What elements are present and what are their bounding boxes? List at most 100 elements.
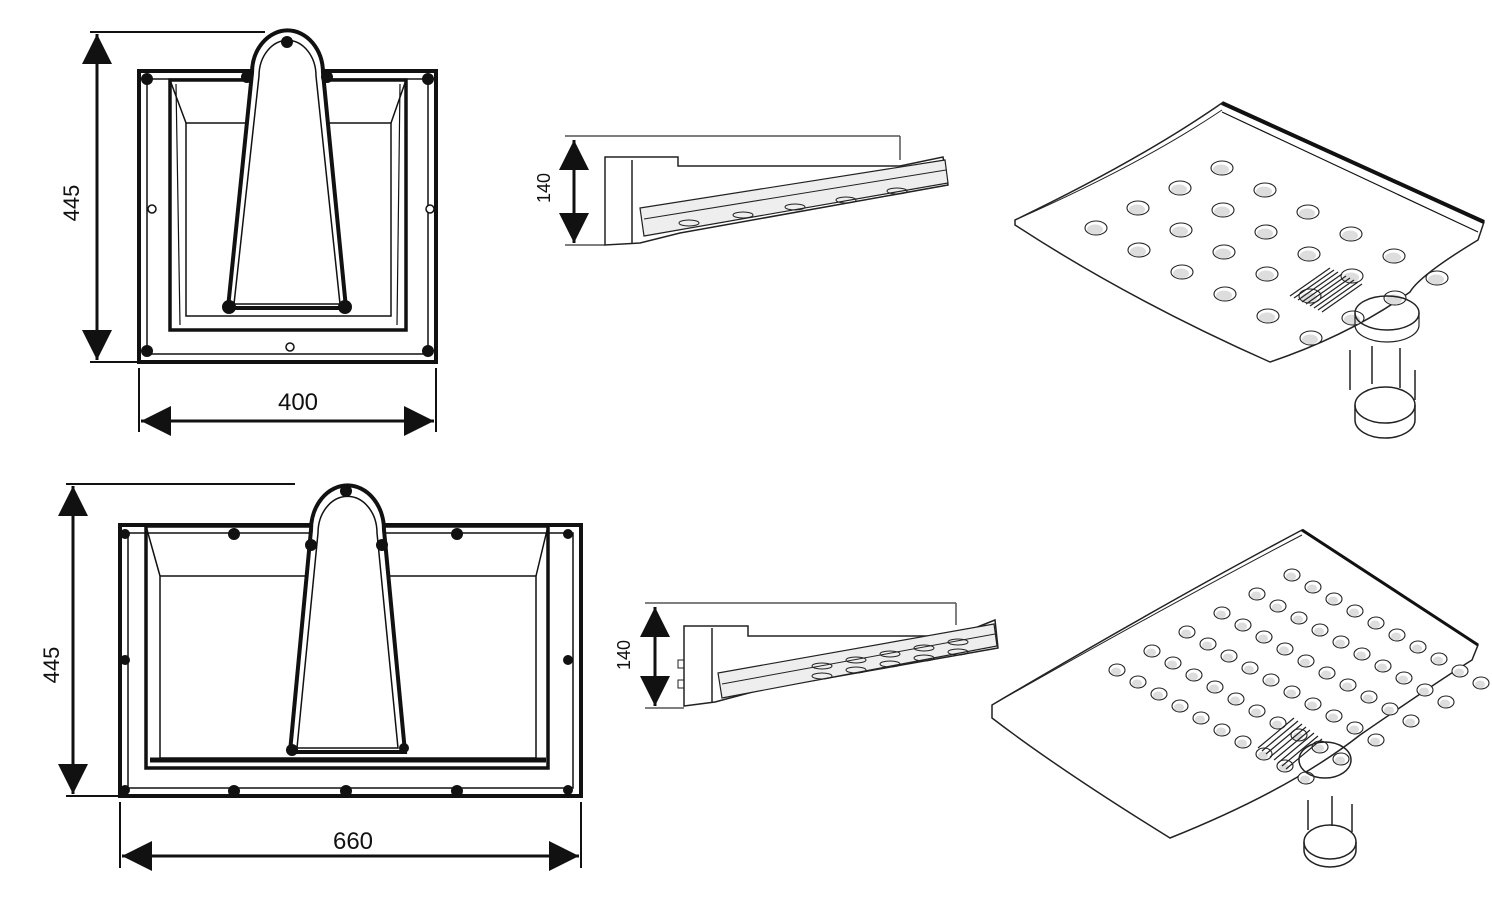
led-array (1084, 160, 1449, 346)
led-lens-shade (1223, 653, 1233, 662)
corner-bolts (141, 36, 434, 357)
led-lens-shade (1349, 725, 1359, 734)
led-lens-shade (1328, 596, 1338, 605)
small-front-view: 445 400 (59, 28, 438, 436)
pole-adapter (1303, 824, 1357, 860)
led-lens-shade (1111, 667, 1121, 676)
heat-sink-fins (1257, 717, 1323, 770)
led-lens-shade (1202, 641, 1212, 650)
led-lens-shade (1129, 204, 1145, 215)
height-dimension-label: 445 (59, 185, 84, 222)
led-lens-shade (1174, 703, 1184, 712)
led-lens-shade (1377, 663, 1387, 672)
width-dimension-label: 400 (278, 389, 318, 416)
led-lens-shade (1307, 701, 1317, 710)
led-lens-shade (1342, 682, 1352, 691)
led-lens-shade (1230, 696, 1240, 705)
led-lens-shade (1130, 246, 1146, 257)
led-lens-shade (1172, 226, 1188, 237)
depth-dimension-label: 140 (534, 173, 554, 203)
mounting-bracket (225, 28, 349, 310)
led-lens-shade (1237, 739, 1247, 748)
depth-dimension-label: 140 (614, 640, 634, 670)
led-lens-shade (1258, 634, 1268, 643)
led-lens-shade (1299, 208, 1315, 219)
height-dimension-label: 445 (39, 647, 64, 684)
led-lens-shade (1244, 665, 1254, 674)
pole-adapter (1354, 386, 1416, 424)
led-lens-shade (1370, 620, 1380, 629)
side-lens-row (811, 638, 969, 680)
led-lens-shade (1256, 186, 1272, 197)
led-lens-shade (1475, 680, 1485, 689)
led-lens-shade (1237, 622, 1247, 631)
led-lens-shade (1216, 290, 1232, 301)
mount-collar (1298, 741, 1352, 779)
led-lens-shade (1153, 691, 1163, 700)
led-lens-shade (1300, 658, 1310, 667)
led-lens-shade (1335, 639, 1345, 648)
led-lens-shade (1314, 744, 1324, 753)
led-lens-shade (1251, 591, 1261, 600)
led-lens-shade (1087, 224, 1103, 235)
led-array (1108, 568, 1490, 785)
led-lens-shade (1307, 584, 1317, 593)
small-side-view: 140 (534, 135, 949, 246)
led-lens-shade (1173, 268, 1189, 279)
led-lens-shade (1258, 751, 1268, 760)
led-lens-shade (1167, 660, 1177, 669)
led-lens-shade (1405, 718, 1415, 727)
frame-bolts (120, 485, 573, 797)
led-lens-shade (1259, 312, 1275, 323)
led-lens-shade (1302, 334, 1318, 345)
led-lens-shade (1342, 230, 1358, 241)
led-lens-shade (1328, 713, 1338, 722)
led-lens-shade (1181, 629, 1191, 638)
mounting-bracket (287, 483, 408, 754)
led-lens-shade (1272, 603, 1282, 612)
side-lens-row (678, 187, 908, 227)
led-lens-shade (1454, 668, 1464, 677)
led-lens-shade (1216, 610, 1226, 619)
led-lens-shade (1258, 270, 1274, 281)
led-lens-shade (1195, 715, 1205, 724)
led-lens-shade (1293, 615, 1303, 624)
led-lens-shade (1251, 708, 1261, 717)
width-dimension-label: 660 (333, 828, 373, 855)
led-lens-shade (1349, 608, 1359, 617)
led-lens-shade (1279, 646, 1289, 655)
led-lens-shade (1428, 274, 1444, 285)
led-lens-shade (1132, 679, 1142, 688)
led-lens-shade (1286, 572, 1296, 581)
led-lens-shade (1209, 684, 1219, 693)
led-lens-shade (1440, 699, 1450, 708)
small-isometric-view (1014, 101, 1485, 439)
led-lens-shade (1419, 687, 1429, 696)
led-lens-shade (1335, 756, 1345, 765)
led-lens-shade (1356, 651, 1366, 660)
led-lens-shade (1272, 720, 1282, 729)
led-lens-shade (1300, 250, 1316, 261)
led-lens-shade (1265, 677, 1275, 686)
led-lens-shade (1391, 632, 1401, 641)
led-lens-shade (1146, 648, 1156, 657)
large-side-view: 140 (614, 602, 999, 709)
led-lens-shade (1363, 694, 1373, 703)
led-lens-shade (1215, 248, 1231, 259)
led-lens-shade (1384, 706, 1394, 715)
large-isometric-view (991, 528, 1490, 868)
heat-sink-fins (1289, 267, 1363, 313)
led-lens-shade (1257, 228, 1273, 239)
led-lens-shade (1412, 644, 1422, 653)
led-lens-shade (1321, 670, 1331, 679)
led-lens-shade (1171, 184, 1187, 195)
led-lens-shade (1433, 656, 1443, 665)
led-lens-shade (1279, 763, 1289, 772)
led-lens-shade (1188, 672, 1198, 681)
led-lens-shade (1214, 206, 1230, 217)
large-front-view: 445 660 (39, 483, 583, 871)
led-lens-shade (1213, 164, 1229, 175)
led-lens-shade (1385, 252, 1401, 263)
led-lens-shade (1286, 689, 1296, 698)
